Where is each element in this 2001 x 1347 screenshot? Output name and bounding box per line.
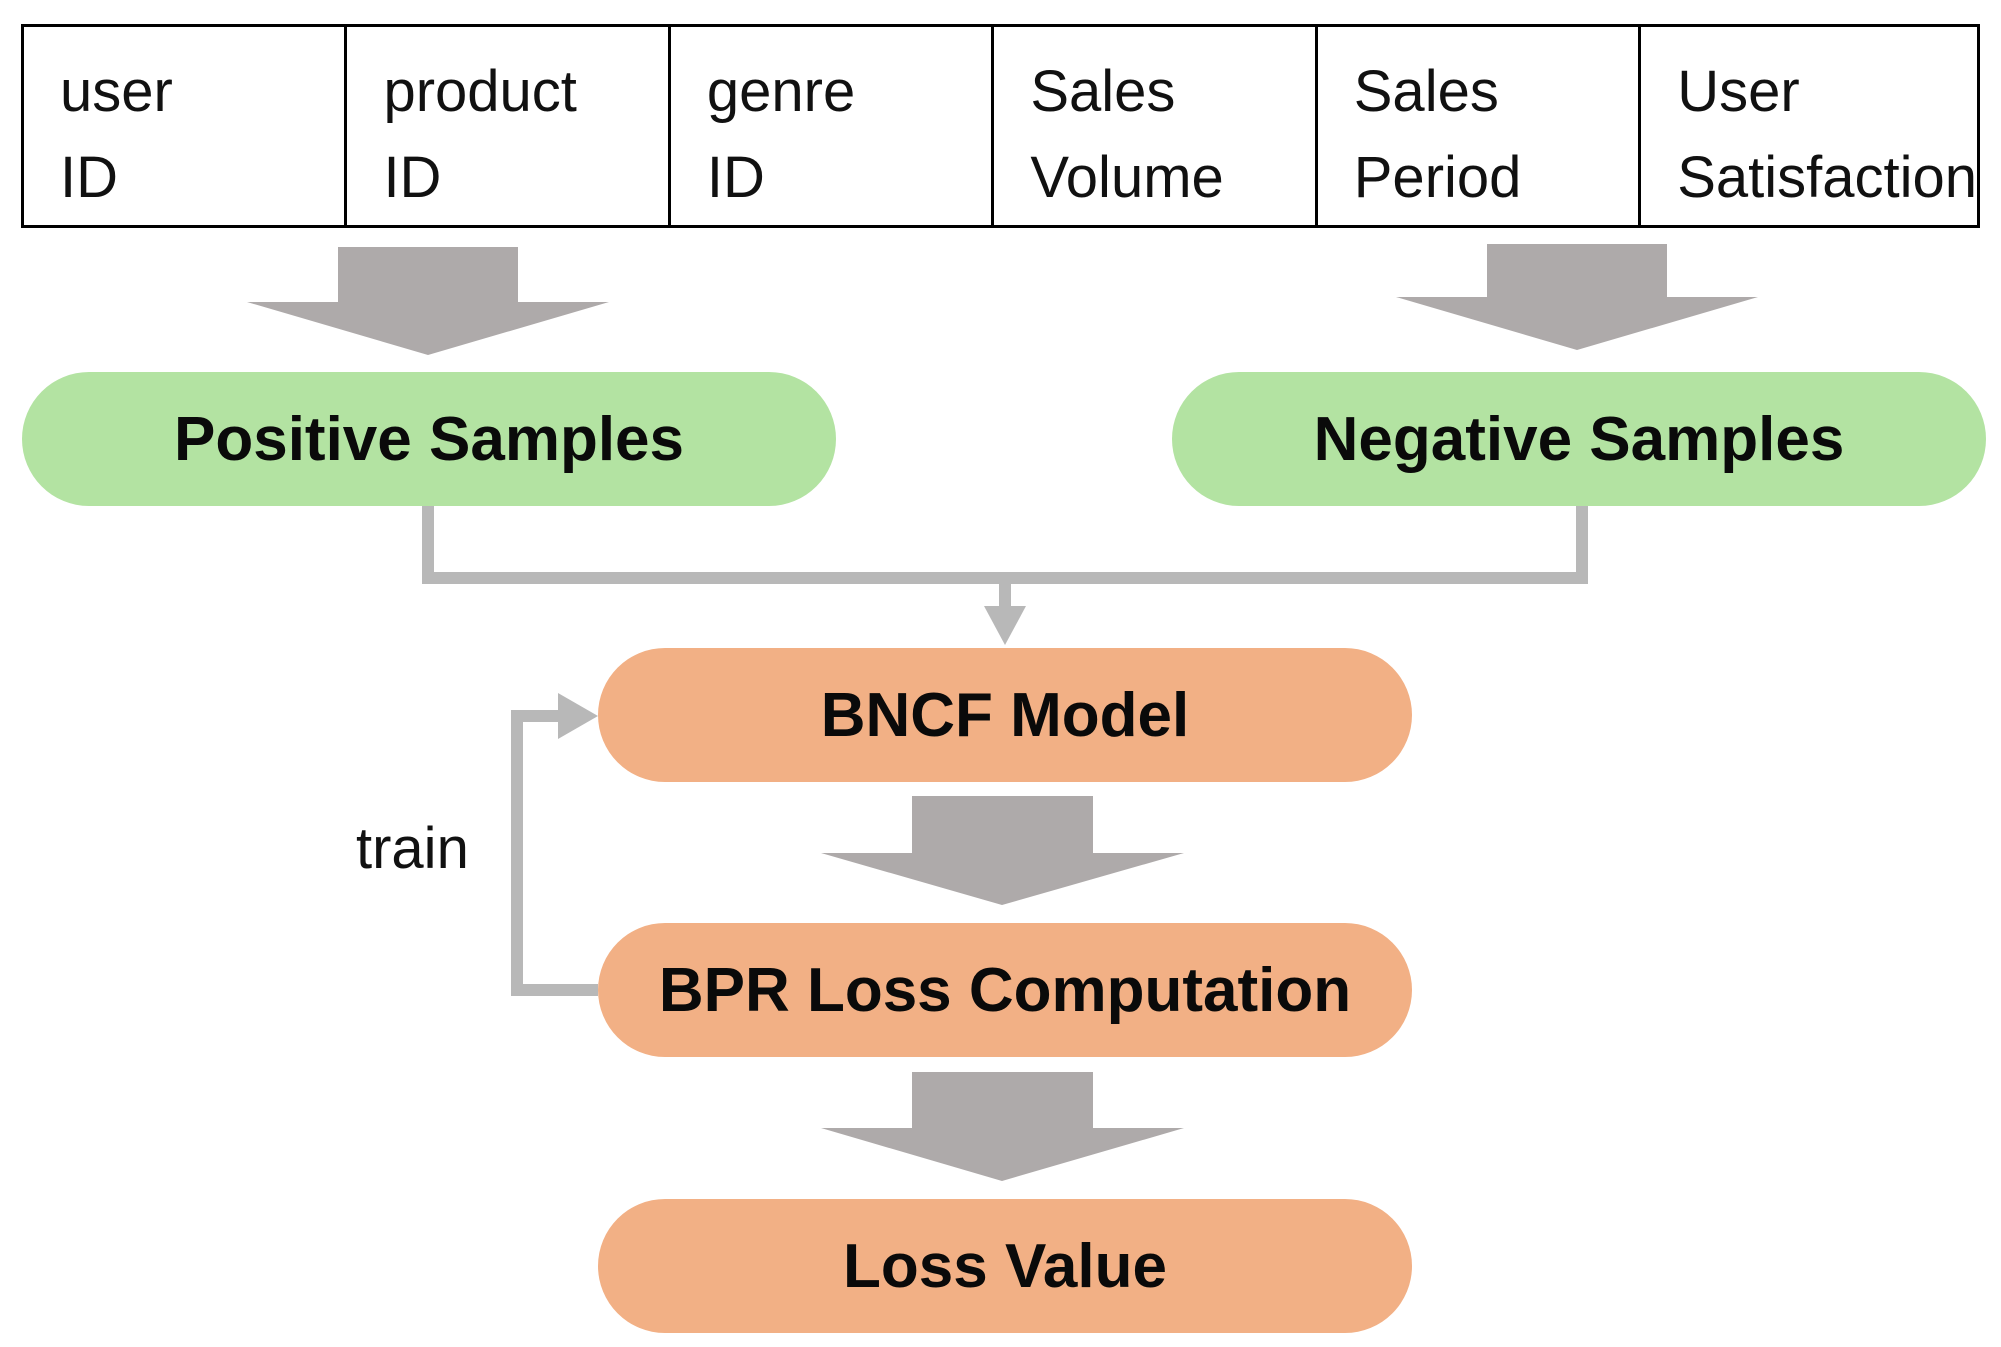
field-product-id-line2: ID <box>383 145 442 210</box>
field-user-id-line2: ID <box>60 145 118 210</box>
field-sales-period-line2: Period <box>1353 145 1522 210</box>
merge-arrowhead <box>984 606 1026 645</box>
bncf-model-label: BNCF Model <box>820 680 1190 750</box>
field-sales-period: Sales Period <box>1318 27 1642 225</box>
train-label: train <box>356 816 469 881</box>
field-sales-volume-line2: Volume <box>1030 145 1224 210</box>
negative-samples-label: Negative Samples <box>1313 404 1845 474</box>
arrow-to-positive-samples <box>247 247 609 355</box>
bncf-model-node: BNCF Model <box>598 648 1412 782</box>
merge-connector <box>422 506 1588 584</box>
field-user-id: user ID <box>24 27 348 225</box>
field-user-satisfaction-line1: User <box>1677 59 1800 124</box>
loss-value-label: Loss Value <box>843 1231 1167 1301</box>
field-genre-id-line2: ID <box>706 145 765 210</box>
train-loop-line <box>511 710 598 996</box>
train-loop-arrowhead <box>558 693 598 739</box>
bpr-loss-computation-label: BPR Loss Computation <box>658 955 1352 1025</box>
bpr-loss-computation-node: BPR Loss Computation <box>598 923 1412 1057</box>
field-sales-volume: Sales Volume <box>994 27 1318 225</box>
field-sales-volume-line1: Sales <box>1030 59 1176 124</box>
positive-samples-label: Positive Samples <box>173 404 685 474</box>
field-product-id: product ID <box>347 27 671 225</box>
field-user-satisfaction-line2: Satisfaction <box>1677 145 1978 210</box>
field-product-id-line1: product <box>383 59 577 124</box>
positive-samples-node: Positive Samples <box>22 372 836 506</box>
data-fields-table: user ID product ID genre ID Sales Volume… <box>21 24 1980 228</box>
field-user-satisfaction: User Satisfaction <box>1641 27 1977 225</box>
field-user-id-line1: user <box>60 59 173 124</box>
field-genre-id: genre ID <box>671 27 995 225</box>
arrow-to-negative-samples <box>1396 244 1758 350</box>
arrow-to-bpr-loss <box>821 796 1184 905</box>
field-genre-id-line1: genre <box>706 59 856 124</box>
loss-value-node: Loss Value <box>598 1199 1412 1333</box>
arrow-to-loss-value <box>821 1072 1184 1181</box>
negative-samples-node: Negative Samples <box>1172 372 1986 506</box>
field-sales-period-line1: Sales <box>1353 59 1499 124</box>
